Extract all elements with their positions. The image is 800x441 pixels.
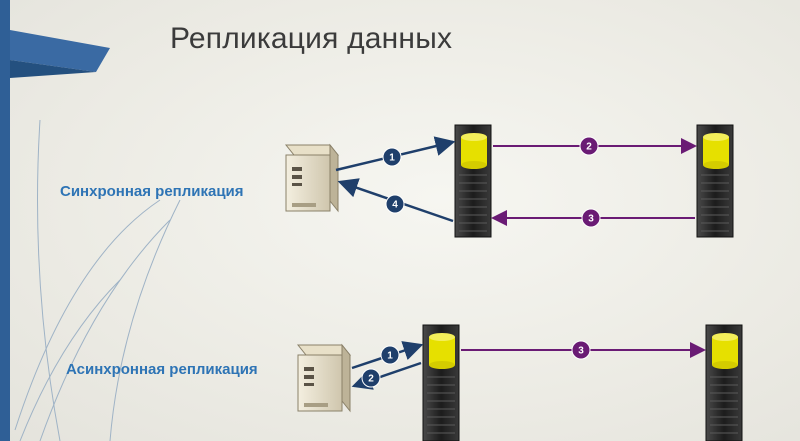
accent-bar [0, 0, 10, 441]
step-badge-2: 2 [361, 368, 381, 388]
client-server-icon [296, 343, 352, 413]
sync-replication-label: Синхронная репликация [60, 183, 244, 200]
storage-array-icon [422, 324, 460, 441]
client-server-icon [284, 143, 340, 213]
svg-text:4: 4 [392, 200, 398, 211]
storage-array-icon [454, 124, 492, 238]
svg-text:3: 3 [588, 214, 594, 225]
step-badge-3: 3 [571, 340, 591, 360]
svg-text:1: 1 [389, 153, 395, 164]
svg-text:2: 2 [586, 142, 592, 153]
svg-text:1: 1 [387, 351, 393, 362]
decorative-curves [14, 119, 181, 441]
storage-array-icon [696, 124, 734, 238]
svg-text:3: 3 [578, 346, 584, 357]
step-badge-4: 4 [385, 194, 405, 214]
page-title: Репликация данных [170, 22, 453, 55]
async-replication-label: Асинхронная репликация [66, 361, 258, 378]
step-badge-2: 2 [579, 136, 599, 156]
svg-text:2: 2 [368, 374, 374, 385]
step-badge-1: 1 [380, 345, 400, 365]
ribbon-shape-shadow [10, 60, 96, 78]
ribbon-shape [10, 30, 110, 72]
step-badge-1: 1 [382, 147, 402, 167]
step-badge-3: 3 [581, 208, 601, 228]
storage-array-icon [705, 324, 743, 441]
